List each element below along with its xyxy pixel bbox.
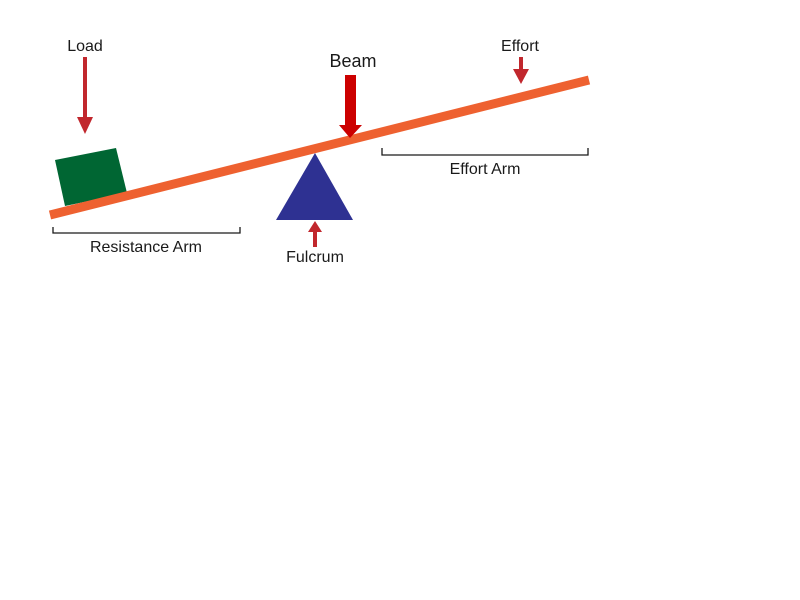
fulcrum-arrow [308,221,322,247]
effort-arm-label: Effort Arm [450,161,521,178]
fulcrum-triangle [276,153,353,220]
effort-arrow [513,57,529,84]
resistance-arm-label: Resistance Arm [90,239,202,256]
beam-bar [48,75,591,220]
load-block [55,148,127,206]
fulcrum-label: Fulcrum [286,249,344,266]
effort-arm-bracket [381,148,589,156]
load-arrow [77,57,93,134]
load-label: Load [67,38,103,55]
effort-label: Effort [501,38,540,55]
resistance-arm-bracket [52,227,241,234]
beam-arrow [339,75,362,138]
beam-label: Beam [329,51,376,71]
